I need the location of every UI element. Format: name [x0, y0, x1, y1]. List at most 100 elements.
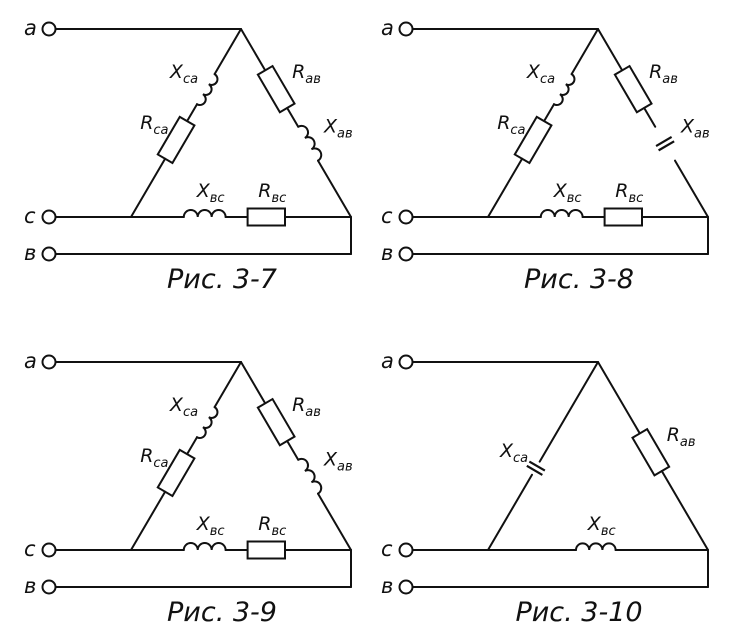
wire-segment [213, 361, 242, 409]
element-label: Rвc [258, 180, 286, 206]
wire-segment [130, 157, 167, 218]
inductor-coil [196, 406, 219, 439]
resistor-body [256, 397, 296, 447]
inductor-x-bc_left [539, 209, 584, 218]
element-label: Xaв [323, 449, 353, 475]
wire-segment [597, 28, 624, 72]
inductor-x-ab_lower [297, 124, 323, 162]
terminal-label-b: в [24, 241, 36, 265]
element-label-subscript: ca [540, 72, 555, 87]
element-label: Rca [140, 112, 168, 138]
element-label-subscript: ca [183, 405, 198, 420]
resistor-body [246, 207, 286, 227]
element-label: Xвc [196, 180, 225, 206]
element-label: Xвc [196, 513, 225, 539]
wire-segment [213, 28, 242, 76]
element-label: Rca [497, 112, 525, 138]
resistor-r-bc_right [246, 207, 286, 227]
terminal-a [41, 21, 57, 37]
terminal-label-b: в [24, 574, 36, 598]
terminal-c [398, 209, 414, 225]
resistor-body [256, 64, 296, 114]
element-label: Raв [667, 424, 696, 450]
wire-segment [317, 492, 352, 551]
element-label-subscript: ca [153, 456, 168, 471]
wire-segment [597, 361, 641, 435]
element-label: Xвc [587, 513, 616, 539]
element-label: Rвc [258, 513, 286, 539]
terminal-b [41, 246, 57, 262]
element-label: Xaв [680, 116, 710, 142]
inductor-x-bc_left [182, 542, 227, 551]
terminal-b [41, 579, 57, 595]
capacitor-plate [658, 140, 675, 152]
inductor-coil [539, 209, 584, 218]
capacitor-plate [528, 460, 546, 472]
resistor-body [631, 427, 671, 477]
wire-segment [543, 103, 555, 123]
inductor-coil [297, 457, 323, 495]
element-label: Xca [169, 61, 198, 87]
wire-segment [240, 28, 267, 72]
terminal-label-b: в [381, 241, 393, 265]
terminal-label-a: a [381, 16, 394, 40]
capacitor-x-ab_lower [655, 136, 675, 152]
element-label-subscript: вc [629, 191, 644, 206]
terminal-label-b: в [381, 574, 393, 598]
element-label-subscript: aв [680, 435, 696, 450]
capacitor-plate [526, 464, 543, 476]
element-label: Xca [499, 440, 528, 466]
terminal-b [398, 246, 414, 262]
element-label-subscript: aв [337, 127, 353, 142]
element-label-subscript: aв [694, 127, 710, 142]
inductor-coil [196, 73, 219, 106]
terminal-label-c: c [24, 537, 36, 561]
resistor-r-bc_right [603, 207, 643, 227]
element-label-subscript: вc [210, 191, 225, 206]
terminal-label-c: c [24, 204, 36, 228]
terminal-b [398, 579, 414, 595]
resistor-r-ab_upper [256, 397, 296, 447]
wire-segment [186, 436, 198, 456]
inductor-x-ca_upper [196, 73, 219, 106]
inductor-x-ab_lower [297, 457, 323, 495]
terminal-a [398, 21, 414, 37]
inductor-coil [182, 542, 227, 551]
terminal-label-c: c [381, 537, 393, 561]
figure-caption: Рис. 3-9 [167, 597, 277, 628]
element-label-subscript: aв [305, 405, 321, 420]
resistor-body [613, 64, 653, 114]
element-label-subscript: вc [601, 524, 616, 539]
terminal-c [41, 209, 57, 225]
element-label: Raв [292, 61, 321, 87]
element-label: Xca [526, 61, 555, 87]
element-label: Rвc [615, 180, 643, 206]
figure-caption: Рис. 3-7 [167, 264, 277, 295]
inductor-coil [553, 73, 576, 106]
inductor-coil [575, 542, 617, 551]
element-label-subscript: ca [183, 72, 198, 87]
element-label-subscript: aв [662, 72, 678, 87]
wire-segment [674, 159, 709, 218]
wire-segment [286, 439, 300, 461]
inductor-coil [182, 209, 227, 218]
wire-segment [487, 473, 533, 551]
resistor-r-bc_right [246, 540, 286, 560]
wire-segment [643, 106, 657, 128]
wire-segment [130, 490, 167, 551]
resistor-r-ab_mid [631, 427, 671, 477]
element-label-subscript: ca [513, 451, 528, 466]
resistor-body [603, 207, 643, 227]
element-label: Xca [169, 394, 198, 420]
wire-segment [538, 361, 599, 463]
inductor-x-bc_mid [575, 542, 617, 551]
element-label-subscript: aв [337, 460, 353, 475]
figure-caption: Рис. 3-10 [515, 597, 642, 628]
wire-segment [570, 28, 599, 76]
resistor-r-ab_upper [256, 64, 296, 114]
